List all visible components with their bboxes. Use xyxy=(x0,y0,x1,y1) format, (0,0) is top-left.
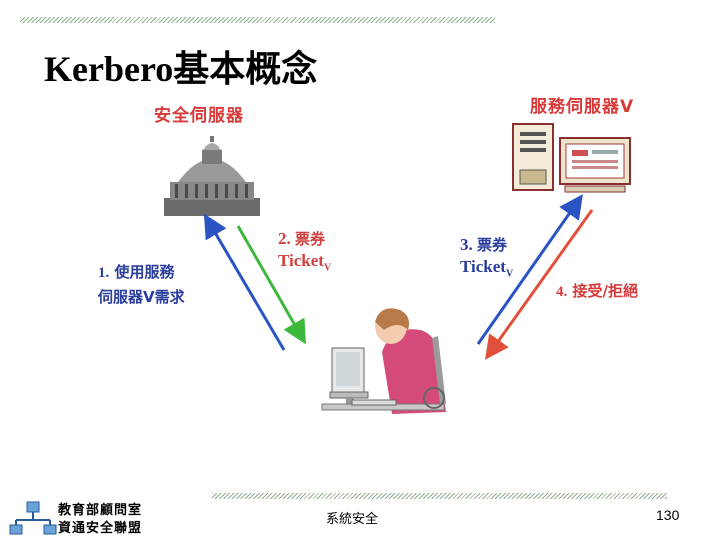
org-name-line2: 資通安全聯盟 xyxy=(58,521,143,536)
service-server-label: 服務伺服器V xyxy=(530,97,635,117)
slide-title: Kerbero基本概念 xyxy=(44,49,318,89)
footer-text: 系統安全 xyxy=(326,512,379,527)
arrow-step4 xyxy=(485,209,594,360)
step3-ticket: Ticket xyxy=(460,257,506,276)
step2-number: 2. xyxy=(278,229,291,248)
step2-ticket: Ticket xyxy=(278,251,324,270)
service-server-computer-icon xyxy=(512,123,631,193)
step4-number: 4. xyxy=(556,284,568,300)
step1-number: 1. xyxy=(98,265,110,281)
step2-head-text: 票券 xyxy=(295,230,326,248)
org-name-line1: 教育部顧問室 xyxy=(58,503,143,518)
arrow-step3 xyxy=(476,194,583,345)
step4-text: 接受/拒絕 xyxy=(572,282,638,300)
step3-ticket-sub: V xyxy=(505,268,514,280)
user-at-computer-icon xyxy=(321,308,446,414)
step3-label: 3. 票券 TicketV xyxy=(460,234,513,285)
step1-label: 1. 使用服務 伺服器V需求 xyxy=(98,260,185,309)
step1-line1-text: 使用服務 xyxy=(114,263,175,281)
step2-ticket-sub: V xyxy=(323,262,332,274)
page-number: 130 xyxy=(656,507,680,523)
step3-number: 3. xyxy=(460,235,473,254)
arrow-step2 xyxy=(236,225,306,345)
step4-label: 4. 接受/拒絕 xyxy=(556,280,638,301)
top-stripe xyxy=(20,17,495,23)
step3-head-text: 票券 xyxy=(477,236,508,254)
arrow-step1 xyxy=(203,213,286,351)
bottom-stripe xyxy=(212,493,667,499)
step1-line2: 伺服器V需求 xyxy=(98,288,185,306)
capitol-building-icon xyxy=(164,136,260,216)
step2-label: 2. 票券 TicketV xyxy=(278,228,331,279)
network-logo-icon xyxy=(9,501,57,535)
security-server-label: 安全伺服器 xyxy=(154,106,244,126)
